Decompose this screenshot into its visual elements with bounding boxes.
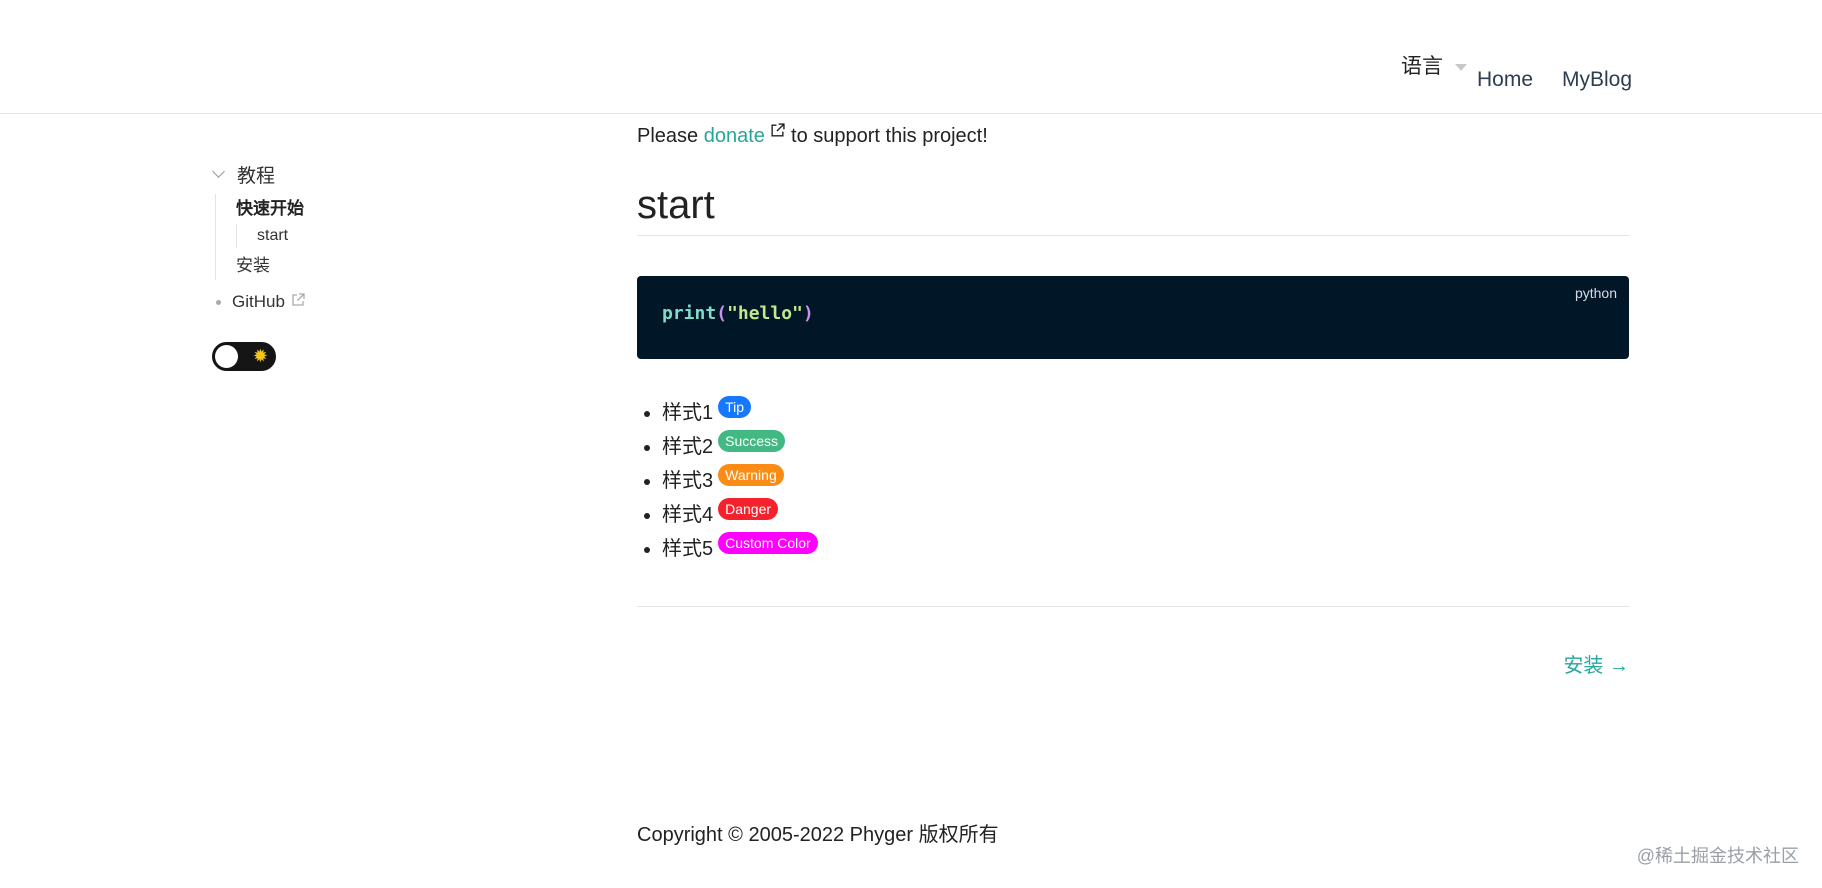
sidebar-group-label: 教程 [237, 165, 276, 187]
sun-icon: ✹ [252, 346, 268, 366]
watermark: @稀土掘金技术社区 [1636, 846, 1799, 866]
donate-link[interactable]: donate [703, 125, 765, 147]
main-content: Please donate to support this project! s… [637, 114, 1629, 678]
nav-home-link[interactable]: Home [1477, 68, 1534, 91]
content-divider [637, 606, 1629, 607]
sidebar-subitem-start[interactable]: start [236, 224, 512, 248]
badge-custom-color: Custom Color [718, 532, 818, 554]
external-link-icon [770, 123, 791, 147]
sidebar-group-tutorial[interactable]: 教程 [212, 160, 512, 188]
sidebar-item-quickstart[interactable]: 快速开始 [236, 199, 304, 218]
donate-prefix: Please [637, 125, 699, 147]
next-page-link[interactable]: 安装 → [1563, 655, 1629, 677]
language-label: 语言 [1401, 55, 1443, 78]
badge-success: Success [718, 430, 786, 452]
toggle-knob [215, 345, 238, 368]
badge-warning: Warning [718, 464, 784, 486]
bullet-dot [216, 299, 221, 305]
sidebar-group-children: 快速开始 start 安装 [215, 194, 512, 280]
github-label: GitHub [232, 292, 285, 311]
caret-down-icon [1455, 63, 1467, 71]
badge-tip: Tip [718, 396, 752, 418]
sidebar-item-install[interactable]: 安装 [236, 256, 270, 275]
nav-myblog-link[interactable]: MyBlog [1562, 68, 1633, 91]
page-nav-next: 安装 → [637, 649, 1629, 678]
sidebar-item-github[interactable]: GitHub [212, 288, 512, 316]
code-language-label: python [1574, 285, 1617, 301]
sidebar: 教程 快速开始 start 安装 GitHub ✹ [212, 160, 512, 371]
external-link-icon [291, 292, 305, 312]
chevron-down-icon [212, 164, 225, 178]
top-navbar: 语言 Home MyBlog [0, 0, 1822, 114]
theme-toggle[interactable]: ✹ [212, 342, 276, 371]
code-block: python print("hello") [637, 276, 1629, 359]
code-content: print("hello") [662, 303, 814, 324]
donate-suffix: to support this project! [791, 125, 988, 147]
donate-notice: Please donate to support this project! [637, 123, 1629, 149]
page-title: start [637, 181, 1629, 236]
badge-danger: Danger [718, 498, 779, 520]
footer-copyright: Copyright © 2005-2022 Phyger 版权所有 [637, 824, 999, 846]
language-dropdown[interactable]: 语言 [1401, 50, 1467, 80]
